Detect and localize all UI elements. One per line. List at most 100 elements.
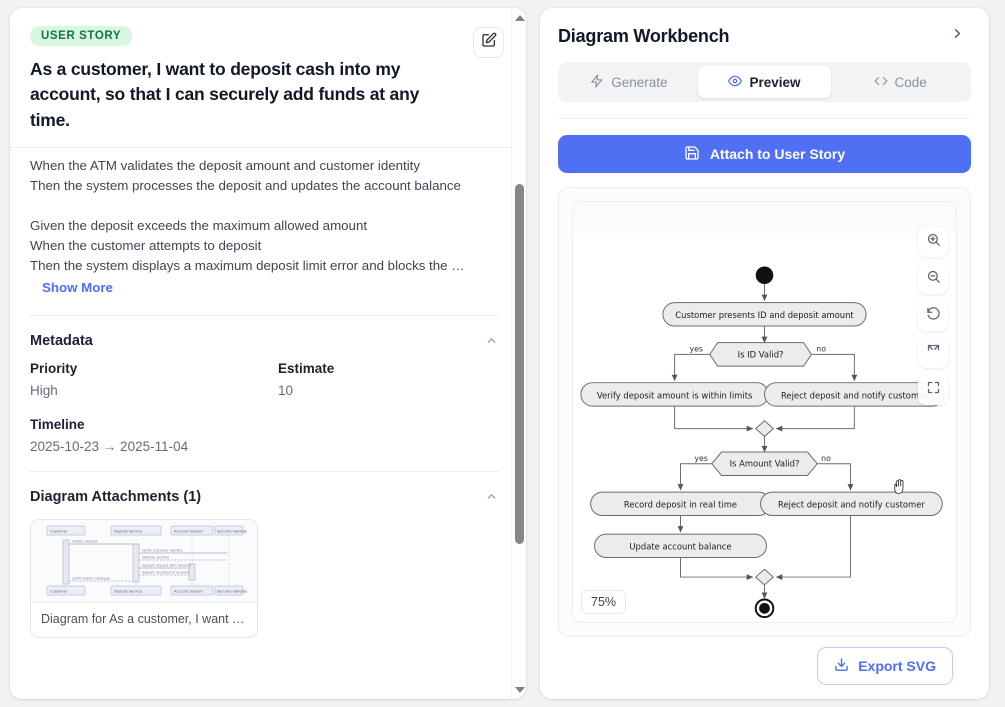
scroll-down-arrow-icon[interactable]: [512, 682, 526, 697]
scroll-up-arrow-icon[interactable]: [512, 10, 526, 25]
metadata-timeline: Timeline 2025-10-23 → 2025-11-04: [30, 417, 498, 454]
svg-text:Security Validator: Security Validator: [217, 530, 247, 534]
svg-text:initiate deposit: initiate deposit: [72, 540, 98, 544]
svg-text:Deposit Service: Deposit Service: [114, 590, 143, 594]
tab-preview-label: Preview: [749, 74, 801, 90]
svg-text:confirmation message: confirmation message: [72, 577, 110, 581]
svg-text:Is ID Valid?: Is ID Valid?: [738, 349, 784, 359]
tab-code[interactable]: Code: [833, 66, 967, 98]
zoom-out-icon: [926, 269, 941, 289]
scrollbar-thumb[interactable]: [515, 184, 524, 544]
svg-text:verify customer identity: verify customer identity: [142, 549, 183, 553]
attach-to-user-story-button[interactable]: Attach to User Story: [558, 135, 971, 173]
fit-to-screen-button[interactable]: [918, 338, 948, 368]
story-scroll-region[interactable]: When the ATM validates the deposit amoun…: [10, 147, 526, 699]
canvas-top-strip: [573, 202, 956, 234]
svg-text:Customer: Customer: [50, 590, 68, 594]
svg-text:Reject deposit and notify cust: Reject deposit and notify customer: [781, 390, 928, 400]
workbench-tabs: Generate Preview Code: [558, 62, 971, 102]
fullscreen-icon: [926, 380, 941, 400]
priority-label: Priority: [30, 361, 78, 377]
merge-node-1: [754, 420, 775, 438]
diagram-controls: [918, 227, 948, 405]
divider: [558, 118, 971, 119]
edit-story-button[interactable]: [473, 27, 504, 58]
sequence-diagram-thumbnail: initiate deposit verify customer identit…: [46, 525, 247, 596]
svg-text:Reject deposit and notify cust: Reject deposit and notify customer: [778, 500, 925, 510]
attachment-thumbnail: initiate deposit verify customer identit…: [31, 520, 257, 604]
svg-text:Customer presents ID and depos: Customer presents ID and deposit amount: [675, 310, 854, 320]
divider: [30, 471, 498, 473]
chevron-up-icon[interactable]: [485, 490, 498, 505]
workbench-header: Diagram Workbench Generate: [540, 8, 989, 119]
reset-view-button[interactable]: [918, 301, 948, 331]
decision-is-id-valid: Is ID Valid?: [709, 342, 812, 367]
svg-text:identity verified: identity verified: [142, 556, 169, 560]
tab-generate-label: Generate: [611, 74, 668, 90]
tab-preview[interactable]: Preview: [697, 66, 832, 98]
node-verify-deposit-amount: Verify deposit amount is within limits: [580, 382, 769, 407]
chevron-up-icon[interactable]: [485, 334, 498, 349]
svg-text:Security Validator: Security Validator: [217, 590, 247, 594]
attachments-title: Diagram Attachments (1): [30, 489, 202, 506]
priority-value: High: [30, 383, 58, 399]
workbench-title: Diagram Workbench: [558, 25, 730, 46]
tab-generate[interactable]: Generate: [562, 66, 696, 98]
svg-text:Is Amount Valid?: Is Amount Valid?: [730, 459, 800, 469]
node-record-deposit: Record deposit in real time: [590, 491, 771, 517]
svg-text:Record deposit in real time: Record deposit in real time: [624, 500, 737, 510]
svg-text:Update account balance: Update account balance: [629, 542, 731, 552]
left-panel-scrollbar[interactable]: [511, 8, 526, 699]
metadata-title: Metadata: [30, 333, 93, 350]
export-svg-button[interactable]: Export SVG: [817, 647, 953, 685]
initial-node: [755, 266, 774, 285]
diagram-canvas[interactable]: Customer presents ID and deposit amount …: [572, 201, 957, 623]
svg-text:deposit request with amount: deposit request with amount: [142, 564, 192, 568]
user-story-panel: USER STORY As a customer, I want to depo…: [10, 8, 526, 699]
eye-icon: [728, 74, 743, 91]
edge-label-yes: yes: [689, 344, 702, 353]
zoom-in-button[interactable]: [918, 227, 948, 257]
attach-button-label: Attach to User Story: [709, 146, 846, 162]
metadata-grid: Priority High Estimate 10: [30, 361, 498, 398]
attachments-section-header[interactable]: Diagram Attachments (1): [30, 472, 498, 517]
node-customer-presents-id: Customer presents ID and deposit amount: [662, 302, 867, 327]
workbench-body: Attach to User Story: [540, 119, 989, 699]
edit-pencil-square-icon: [481, 32, 497, 53]
grab-hand-cursor: [891, 477, 909, 497]
node-reject-deposit-2: Reject deposit and notify customer: [760, 491, 943, 517]
svg-text:Verify deposit amount is withi: Verify deposit amount is within limits: [597, 390, 752, 400]
svg-text:Account System: Account System: [174, 530, 204, 534]
collapse-panel-button[interactable]: [944, 24, 971, 48]
edge-label-no: no: [816, 344, 826, 353]
status-badge: USER STORY: [30, 26, 133, 46]
lightning-bolt-icon: [590, 74, 604, 91]
export-row: Export SVG: [558, 637, 971, 699]
zoom-in-icon: [926, 232, 941, 252]
story-header: USER STORY As a customer, I want to depo…: [10, 8, 526, 147]
metadata-section-header[interactable]: Metadata: [30, 316, 498, 361]
page-title: As a customer, I want to deposit cash in…: [30, 59, 420, 130]
node-update-account-balance: Update account balance: [594, 533, 767, 559]
fit-to-screen-icon: [926, 343, 941, 363]
reset-rotate-icon: [926, 306, 941, 326]
diagram-attachment-card[interactable]: initiate deposit verify customer identit…: [30, 519, 258, 639]
svg-text:Deposit Service: Deposit Service: [114, 530, 143, 534]
edge-label-yes: yes: [694, 454, 707, 463]
export-button-label: Export SVG: [858, 658, 936, 674]
divider: [30, 315, 498, 317]
metadata-estimate: Estimate 10: [278, 361, 526, 398]
fullscreen-button[interactable]: [918, 375, 948, 405]
estimate-value: 10: [278, 383, 294, 399]
save-floppy-icon: [684, 145, 700, 164]
acceptance-criteria-text: When the ATM validates the deposit amoun…: [30, 158, 465, 274]
chevron-right-icon: [950, 28, 965, 45]
attachment-caption: Diagram for As a customer, I want to …: [41, 612, 257, 627]
code-brackets-icon: [874, 74, 888, 91]
svg-text:deposit recorded in account: deposit recorded in account: [142, 571, 190, 575]
estimate-label: Estimate: [278, 361, 335, 377]
show-more-link[interactable]: Show More: [42, 280, 113, 296]
download-icon: [834, 657, 849, 675]
zoom-out-button[interactable]: [918, 264, 948, 294]
